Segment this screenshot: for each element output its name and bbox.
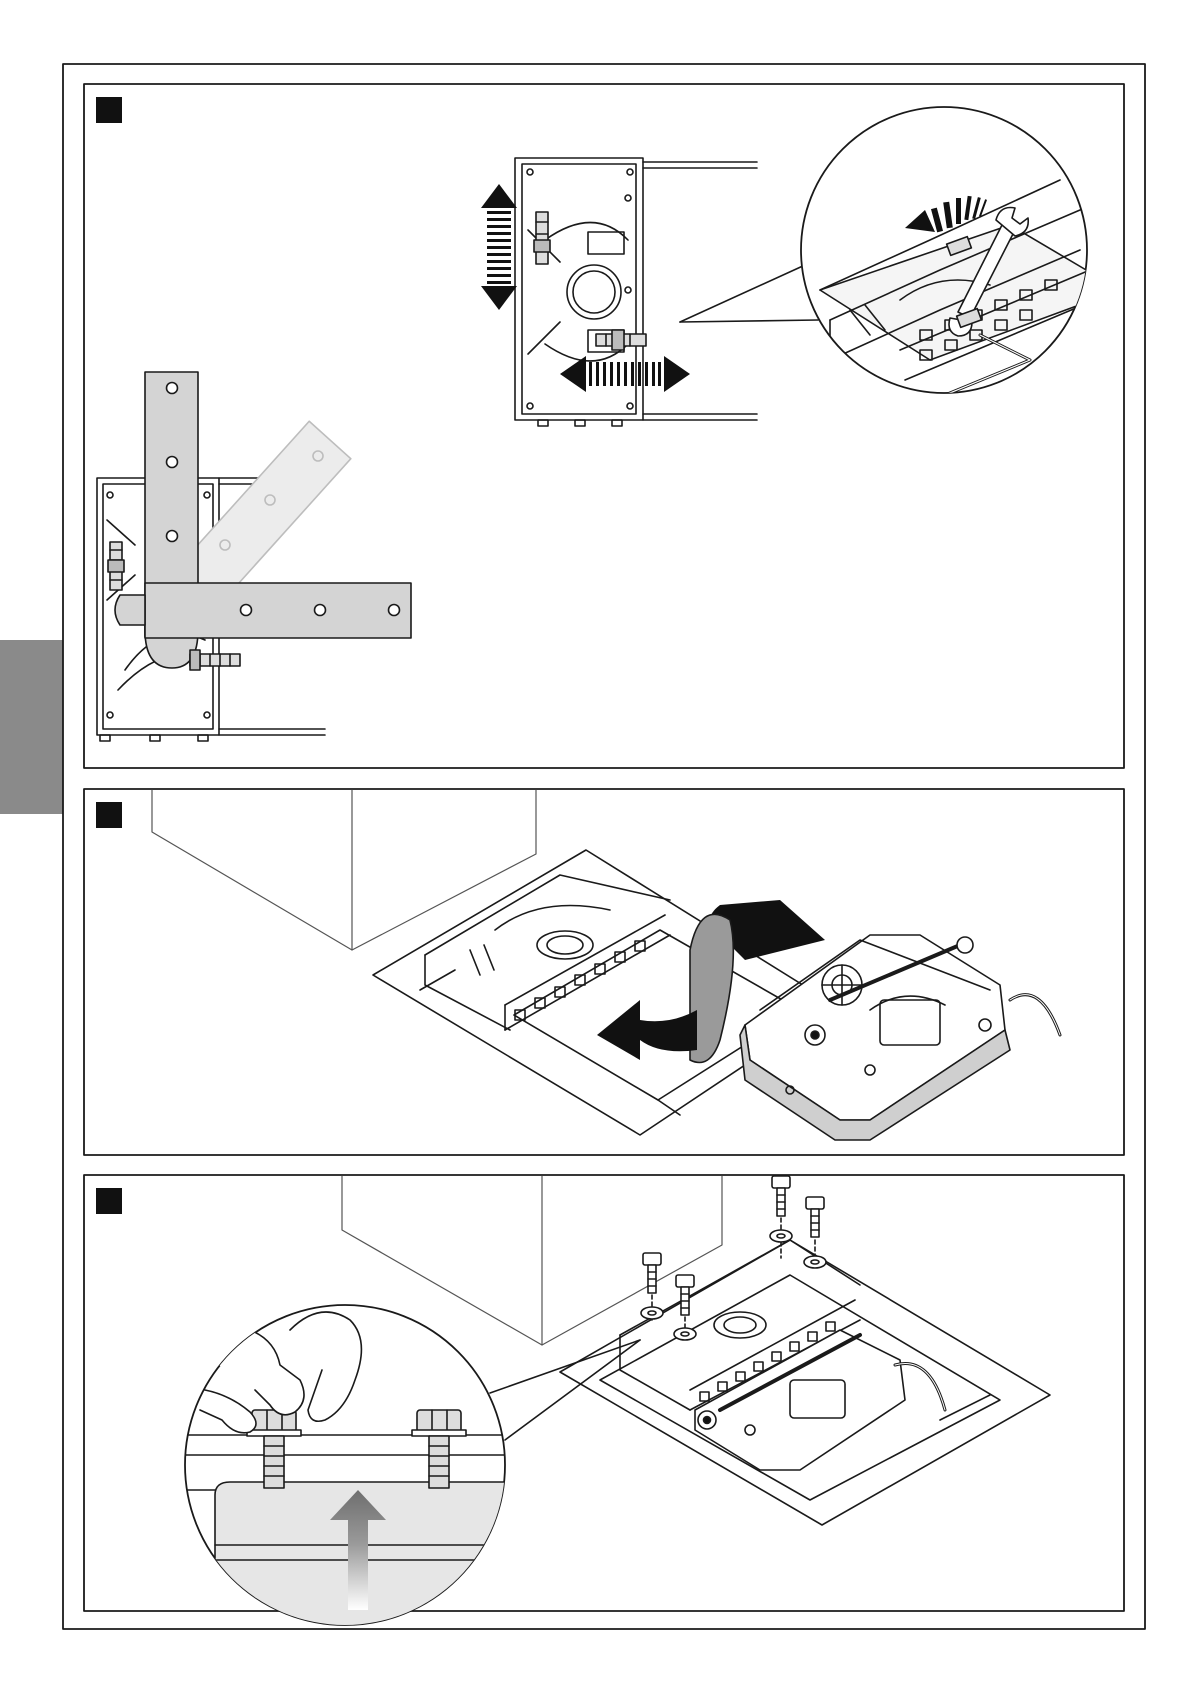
panel-step-3	[84, 1175, 1124, 1633]
bracket-top-view	[515, 158, 757, 426]
panel-step-2	[84, 789, 1124, 1155]
step-marker	[96, 1188, 122, 1214]
vertical-adjust-arrow-icon	[481, 184, 517, 310]
side-tab	[0, 640, 63, 814]
zoom-detail-bolts	[170, 1305, 520, 1633]
bolt-icon	[806, 1197, 824, 1255]
step-marker	[96, 97, 122, 123]
gate-pillar	[152, 790, 536, 950]
panel-step-1	[84, 84, 1124, 768]
step-marker	[96, 802, 122, 828]
bolt-icon	[772, 1176, 790, 1258]
gear-motor	[740, 935, 1060, 1140]
arm-horizontal	[115, 583, 411, 638]
zoom-callout	[680, 265, 818, 322]
zoom-detail-wrench	[801, 107, 1120, 395]
bolt-icon	[676, 1275, 694, 1335]
